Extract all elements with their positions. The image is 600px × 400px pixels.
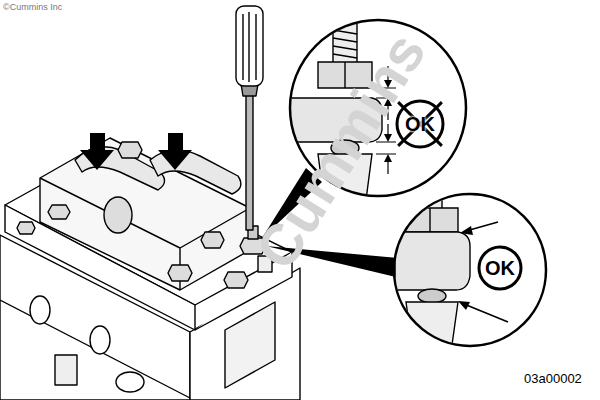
ok-symbol: OK <box>477 245 523 291</box>
cylinder-head <box>0 6 300 400</box>
cap-screw <box>17 142 248 288</box>
copyright-note: ©Cummins Inc <box>3 2 62 12</box>
symbol-text: OK <box>405 113 435 136</box>
figure-number: 03a00002 <box>524 371 582 386</box>
symbol-text: OK <box>485 257 515 280</box>
correct-contact-detail <box>395 194 545 345</box>
screwdriver <box>236 6 263 230</box>
push-arrow <box>80 133 192 170</box>
